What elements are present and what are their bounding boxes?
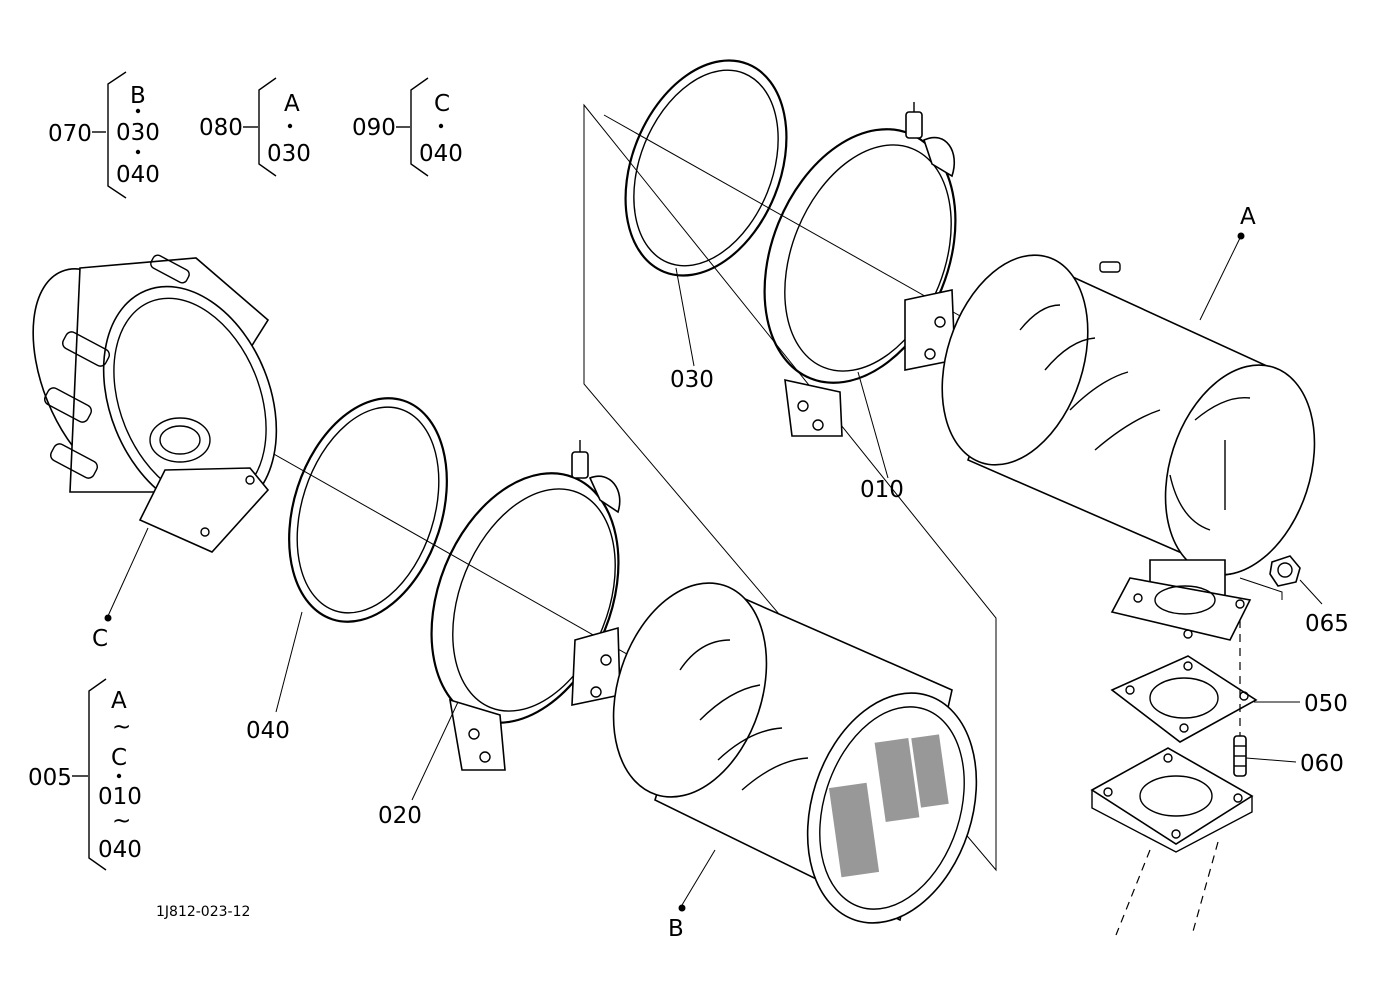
part-020-label: 020 <box>378 803 422 829</box>
callout-005-item-4: 010 <box>98 784 142 810</box>
gasket-ring-030 <box>624 59 788 277</box>
callout-070-number: 070 <box>48 121 92 147</box>
muffler-canister-a <box>941 254 1316 641</box>
part-065-label: 065 <box>1305 611 1349 637</box>
callout-005-item-3: C <box>111 745 127 771</box>
catalyst-canister-b <box>612 582 978 924</box>
clamp-band-020 <box>430 440 621 771</box>
gasket-plate-050 <box>1110 655 1258 743</box>
drawing-id: 1J812-023-12 <box>156 904 250 920</box>
part-040-label: 040 <box>246 718 290 744</box>
part-010-label: 010 <box>860 477 904 503</box>
callout-090-number: 090 <box>352 115 396 141</box>
exhaust-flange <box>1090 747 1254 853</box>
part-030-label: 030 <box>670 367 714 393</box>
callout-080-item-1: A <box>284 91 300 117</box>
axis-lines <box>151 114 986 671</box>
ref-c-label: C <box>92 626 108 652</box>
callout-090: 090 C 040 <box>352 77 463 177</box>
callout-005-item-1: A <box>111 688 127 714</box>
ref-b-label: B <box>668 916 684 942</box>
part-050-label: 050 <box>1304 691 1348 717</box>
callout-070-item-3: 040 <box>116 162 160 188</box>
callout-005-item-6: 040 <box>98 837 142 863</box>
callout-090-item-1: C <box>434 91 450 117</box>
callout-080-number: 080 <box>199 115 243 141</box>
callout-005-item-2: ~ <box>112 714 131 740</box>
callout-005-item-5: ~ <box>112 808 131 834</box>
ref-a-label: A <box>1240 204 1256 230</box>
callout-070: 070 B 030 040 <box>48 71 160 199</box>
callout-070-item-2: 030 <box>116 120 160 146</box>
gasket-ring-040 <box>288 397 448 623</box>
clamp-band-010 <box>763 102 957 437</box>
part-060-label: 060 <box>1300 751 1344 777</box>
callout-080-item-2: 030 <box>267 141 311 167</box>
callout-005: 005 A ~ C 010 ~ 040 <box>28 678 142 871</box>
callout-005-number: 005 <box>28 765 72 791</box>
nut-065 <box>1269 555 1301 587</box>
stud-bolt-060 <box>1233 735 1247 777</box>
callout-070-item-1: B <box>130 83 146 109</box>
housing-cap-c <box>32 254 278 553</box>
callout-080: 080 A 030 <box>199 77 311 177</box>
callout-090-item-2: 040 <box>419 141 463 167</box>
explode-panel <box>583 103 997 872</box>
